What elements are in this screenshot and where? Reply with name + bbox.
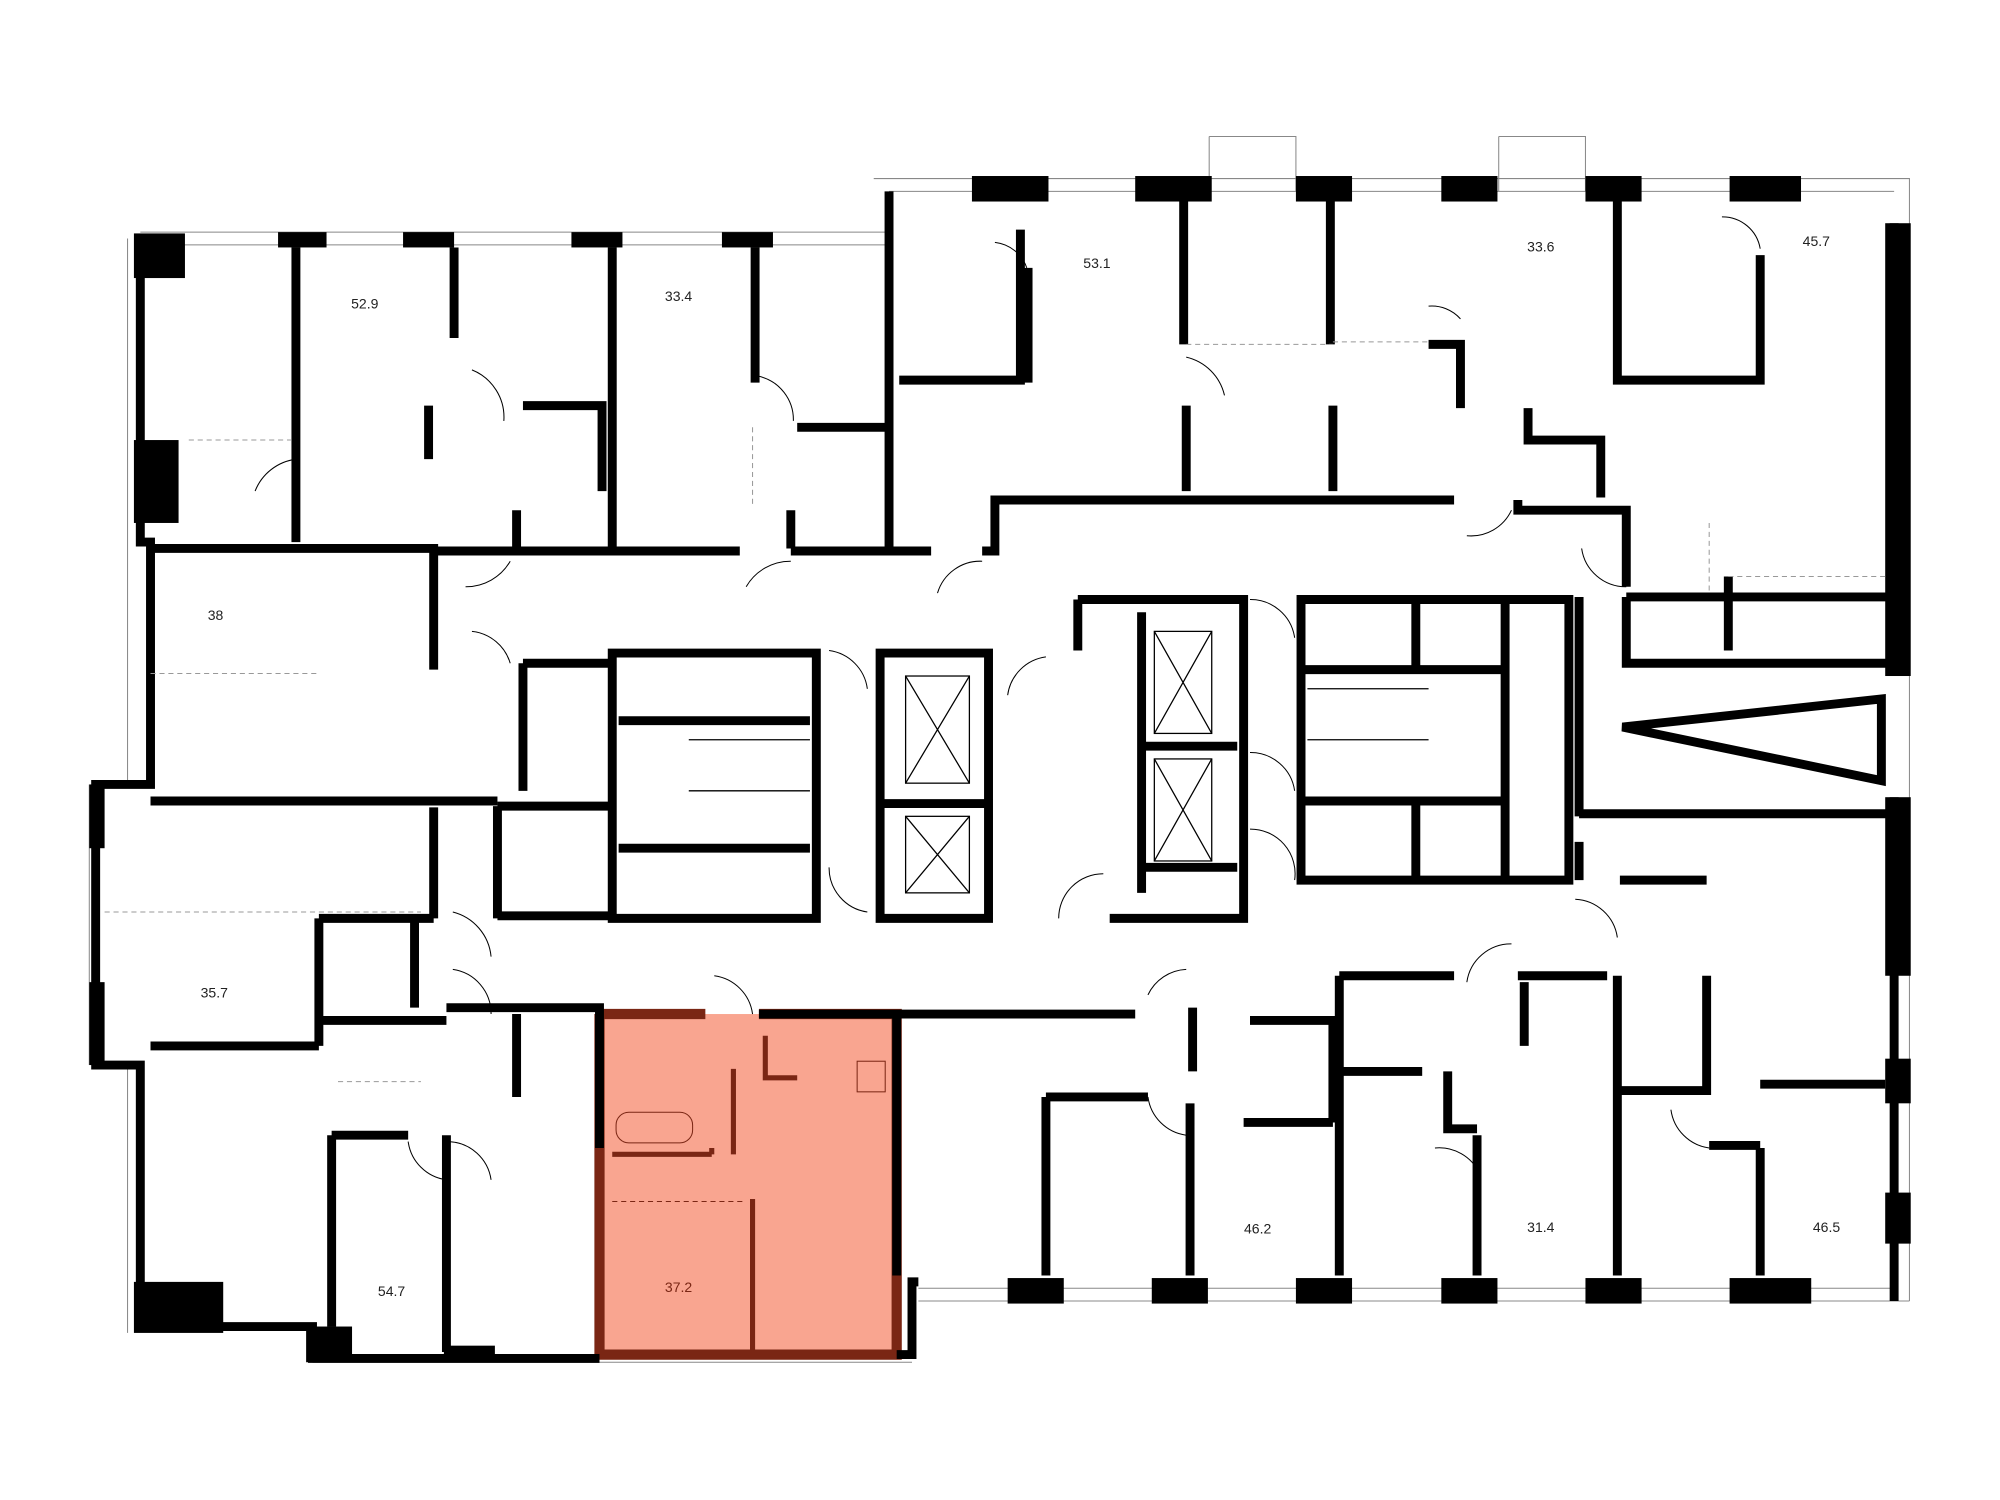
apartment-area-label[interactable]: 33.4 xyxy=(665,288,692,304)
doors xyxy=(254,216,1761,1181)
apartment-area-label[interactable]: 46.2 xyxy=(1244,1220,1271,1236)
zone-lines xyxy=(104,341,1886,1083)
apartment-area-label[interactable]: 54.7 xyxy=(378,1283,405,1299)
interior-walls xyxy=(150,201,1888,1353)
apartment-area-label[interactable]: 35.7 xyxy=(201,984,228,1000)
apartment-area-label[interactable]: 46.5 xyxy=(1813,1219,1840,1235)
apartment-area-label[interactable]: 52.9 xyxy=(351,296,378,312)
area-labels: 52.9 33.4 53.1 33.6 45.7 38 35.7 54.7 37… xyxy=(201,233,1841,1299)
apartment-area-label[interactable]: 53.1 xyxy=(1083,255,1110,271)
apartment-37-2-highlight[interactable] xyxy=(594,1008,902,1360)
apartment-area-label[interactable]: 33.6 xyxy=(1527,238,1554,254)
windows xyxy=(88,135,1910,1363)
apartment-area-label[interactable]: 38 xyxy=(208,607,224,623)
apartment-area-label[interactable]: 45.7 xyxy=(1803,233,1830,249)
building-core xyxy=(607,595,1886,923)
apartment-area-label-selected[interactable]: 37.2 xyxy=(665,1279,692,1295)
apartment-area-label[interactable]: 31.4 xyxy=(1527,1219,1554,1235)
exterior-walls xyxy=(89,176,1911,1363)
